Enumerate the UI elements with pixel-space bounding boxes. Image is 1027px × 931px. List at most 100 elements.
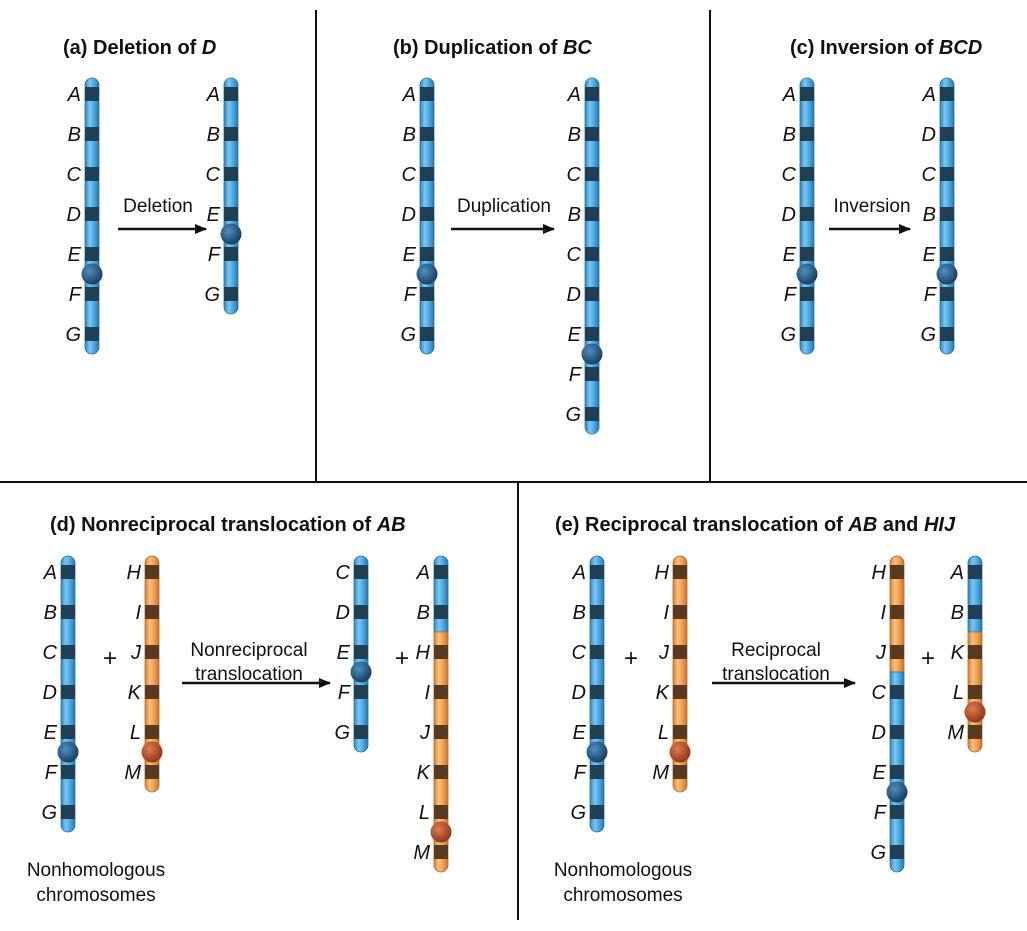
gene-label-E: E: [783, 244, 797, 266]
band-C: [61, 645, 75, 659]
gene-label-B: B: [417, 602, 430, 624]
gene-label-B: B: [44, 602, 57, 624]
band-C: [940, 167, 954, 181]
centromere: [220, 223, 242, 245]
band-E: [590, 725, 604, 739]
band-C: [420, 167, 434, 181]
gene-label-D: D: [572, 682, 586, 704]
gene-label-C: C: [782, 164, 797, 186]
band-L: [145, 725, 159, 739]
gene-label-F: F: [874, 802, 888, 824]
nonreciprocal-label-line2: translocation: [195, 664, 303, 685]
band-D: [800, 207, 814, 221]
band-E: [585, 327, 599, 341]
gene-label-G: G: [920, 324, 936, 346]
band-A: [61, 565, 75, 579]
gene-label-C: C: [922, 164, 937, 186]
gene-label-H: H: [127, 562, 142, 584]
gene-label-F: F: [404, 284, 418, 306]
gene-label-E: E: [873, 762, 887, 784]
panel-e-title: (e) Reciprocal translocation of AB and H…: [555, 514, 956, 536]
band-I: [145, 605, 159, 619]
gene-label-D: D: [872, 722, 886, 744]
gene-label-D: D: [782, 204, 796, 226]
deletion-label: Deletion: [123, 196, 193, 217]
gene-label-C: C: [567, 164, 582, 186]
gene-label-C: C: [43, 642, 58, 664]
band-G: [590, 805, 604, 819]
band-B: [434, 605, 448, 619]
gene-label-H: H: [872, 562, 887, 584]
gene-label-C: C: [402, 164, 417, 186]
gene-label-G: G: [400, 324, 416, 346]
gene-label-E: E: [337, 642, 351, 664]
gene-label-L: L: [130, 722, 141, 744]
reciprocal-label-line1: Reciprocal: [731, 640, 821, 661]
band-G: [940, 327, 954, 341]
band-A: [85, 87, 99, 101]
caption-d-line1: Nonhomologous: [27, 860, 165, 881]
gene-label-C: C: [206, 164, 221, 186]
gene-label-A: A: [922, 84, 936, 106]
plus-sign-e2: +: [921, 645, 935, 672]
band-M: [968, 725, 982, 739]
band-E: [85, 247, 99, 261]
gene-label-C: C: [336, 562, 351, 584]
gene-label-G: G: [204, 284, 220, 306]
gene-label-L: L: [658, 722, 669, 744]
gene-label-C: C: [572, 642, 587, 664]
band-F: [61, 765, 75, 779]
gene-label-L: L: [419, 802, 430, 824]
band-G: [61, 805, 75, 819]
gene-label-G: G: [65, 324, 81, 346]
gene-label-G: G: [570, 802, 586, 824]
gene-label-F: F: [208, 244, 222, 266]
band-K: [968, 645, 982, 659]
band-D: [585, 287, 599, 301]
gene-label-H: H: [416, 642, 431, 664]
band-B: [968, 605, 982, 619]
band-L: [434, 805, 448, 819]
caption-d-line2: chromosomes: [36, 885, 155, 906]
gene-label-B: B: [568, 204, 581, 226]
band-F: [800, 287, 814, 301]
centromere: [936, 263, 958, 285]
band-B: [61, 605, 75, 619]
band-E: [800, 247, 814, 261]
gene-label-C: C: [567, 244, 582, 266]
centromere: [581, 343, 603, 365]
band-G: [420, 327, 434, 341]
band-C: [585, 247, 599, 261]
gene-label-G: G: [870, 842, 886, 864]
centromere: [886, 781, 908, 803]
gene-label-F: F: [338, 682, 352, 704]
band-A: [224, 87, 238, 101]
gene-label-A: A: [950, 562, 964, 584]
gene-label-F: F: [69, 284, 83, 306]
chromosome-a-after-segment: [223, 77, 239, 315]
gene-label-B: B: [783, 124, 796, 146]
band-D: [61, 685, 75, 699]
gene-label-F: F: [784, 284, 798, 306]
gene-label-E: E: [568, 324, 582, 346]
centromere: [430, 821, 452, 843]
gene-label-D: D: [336, 602, 350, 624]
band-A: [585, 87, 599, 101]
band-E: [940, 247, 954, 261]
band-G: [800, 327, 814, 341]
gene-label-E: E: [207, 204, 221, 226]
gene-label-K: K: [951, 642, 966, 664]
gene-label-F: F: [569, 364, 583, 386]
gene-label-K: K: [417, 762, 432, 784]
band-L: [968, 685, 982, 699]
centromere: [964, 701, 986, 723]
band-G: [354, 725, 368, 739]
band-B: [585, 207, 599, 221]
caption-e-line2: chromosomes: [563, 885, 682, 906]
gene-label-J: J: [419, 722, 431, 744]
gene-label-M: M: [652, 762, 669, 784]
